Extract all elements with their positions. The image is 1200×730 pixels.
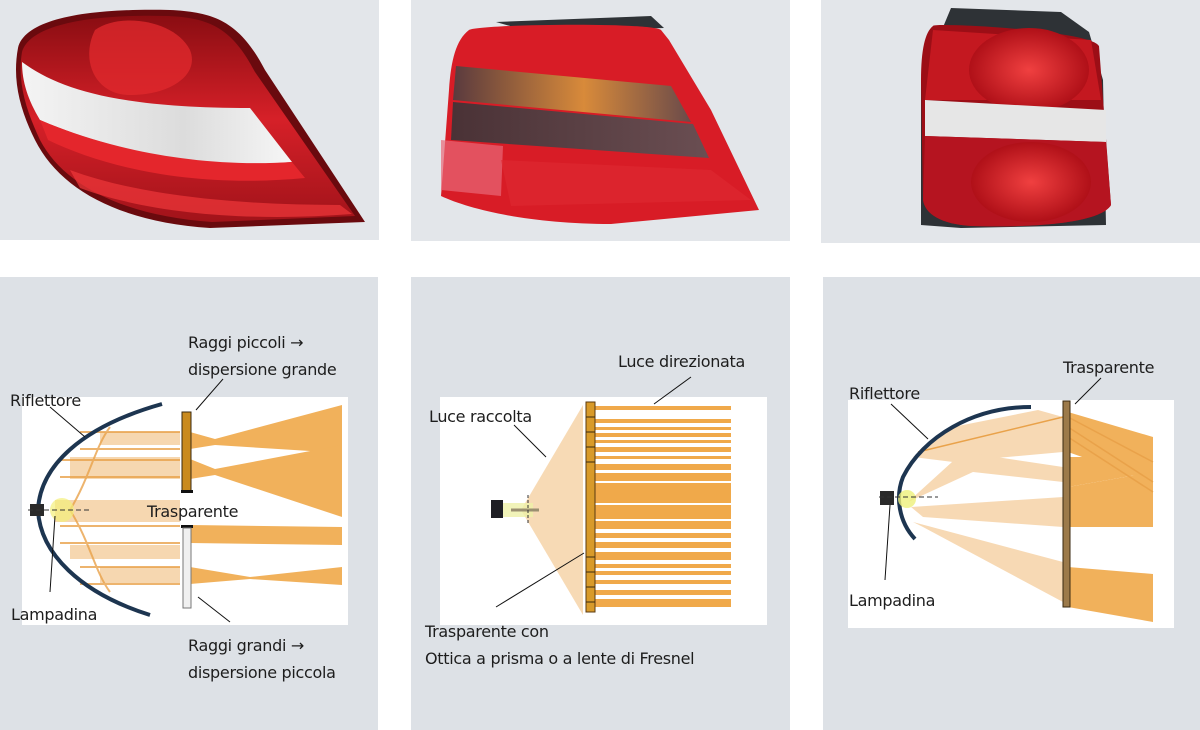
tail-lamp-photo-2: [411, 0, 790, 241]
label-trasparente: Trasparente: [1063, 358, 1155, 377]
diagram-fresnel-lens: Luce direzionata Luce raccolta Trasparen…: [411, 277, 790, 730]
label-trasparente-fresnel: Trasparente con Ottica a prisma o a lent…: [425, 618, 695, 672]
label-trasparente: Trasparente: [147, 502, 239, 521]
diagram-reflector-lens-dispersion: Riflettore Raggi piccoli → dispersione g…: [0, 277, 378, 730]
label-raggi-grandi-line1: Raggi grandi →: [188, 636, 304, 655]
label-raggi-grandi-line2: dispersione piccola: [188, 663, 336, 682]
label-trasparente-con-line1: Trasparente con: [425, 622, 549, 641]
tail-lamp-photo-3: [821, 0, 1200, 243]
optics-diagram-2: [491, 376, 731, 615]
label-raggi-piccoli-line2: dispersione grande: [188, 360, 337, 379]
optics-diagram-1: [28, 378, 342, 623]
label-raggi-grandi: Raggi grandi → dispersione piccola: [188, 632, 336, 686]
tail-lamp-photo-1: [0, 0, 379, 240]
optics-diagram-3: [879, 377, 1154, 622]
label-trasparente-con-line2: Ottica a prisma o a lente di Fresnel: [425, 649, 695, 668]
label-lampadina: Lampadina: [11, 605, 98, 624]
label-luce-raccolta: Luce raccolta: [429, 407, 532, 426]
label-lampadina: Lampadina: [849, 591, 936, 610]
label-riflettore: Riflettore: [849, 384, 920, 403]
label-luce-direzionata: Luce direzionata: [618, 352, 746, 371]
label-raggi-piccoli-line1: Raggi piccoli →: [188, 333, 304, 352]
label-riflettore: Riflettore: [10, 391, 81, 410]
reflector-curve: [897, 405, 1032, 541]
diagram-freeform-reflector: Riflettore Trasparente Lampadina: [823, 277, 1200, 730]
tail-lamp-3-illustration: [921, 8, 1111, 228]
tail-lamp-1-illustration: [15, 9, 365, 229]
label-raggi-piccoli: Raggi piccoli → dispersione grande: [188, 329, 337, 383]
tail-lamp-2-illustration: [441, 16, 759, 225]
